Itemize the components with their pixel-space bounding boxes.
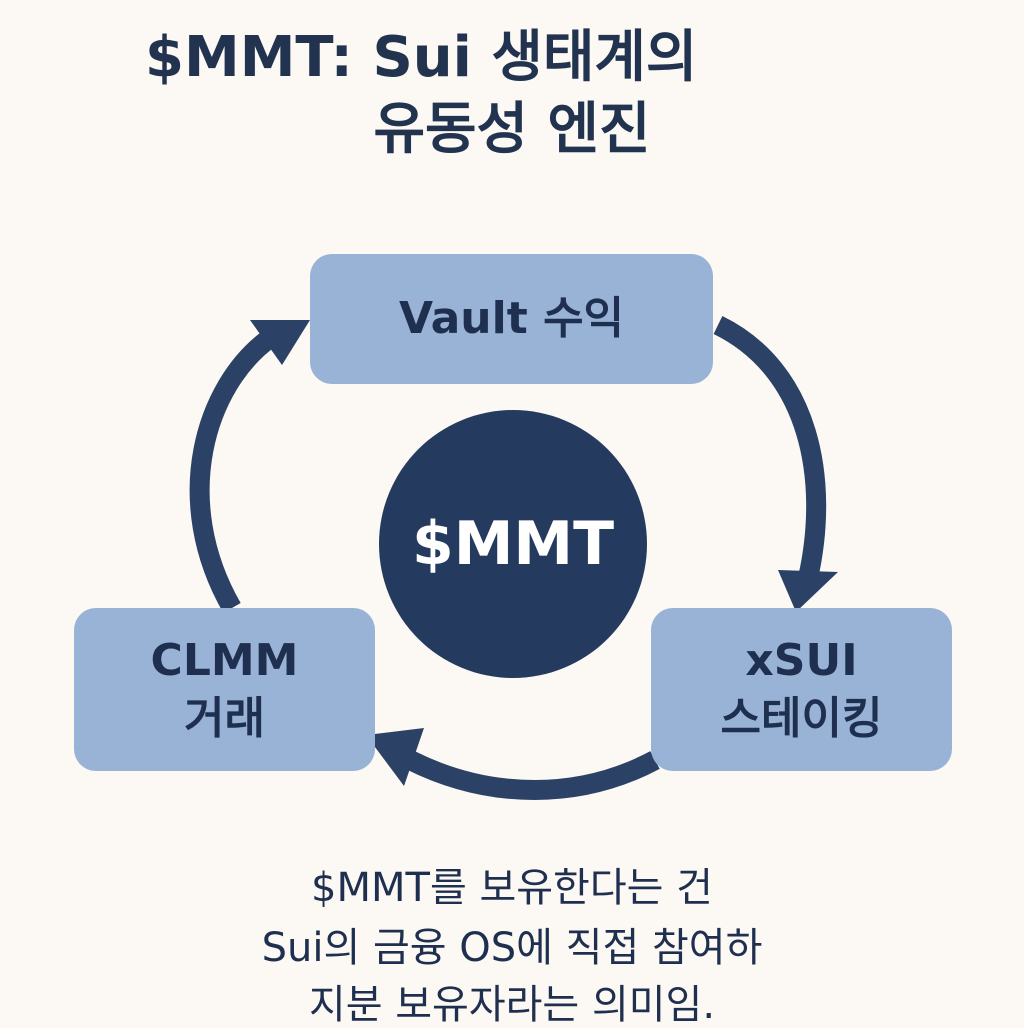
node-clmm-trading: CLMM 거래	[74, 608, 375, 771]
arrow-vault-to-xsui	[713, 316, 827, 581]
center-token-label: $MMT	[411, 509, 615, 579]
caption-line-3: 지분 보유자라는 의미임.	[308, 982, 716, 1028]
caption-line-1: $MMT를 보유한다는 건	[311, 865, 713, 911]
title-line-2: 유동성 엔진	[373, 97, 651, 162]
node-xsui-label-1: xSUI	[745, 635, 858, 687]
node-vault-yield: Vault 수익	[310, 254, 713, 384]
arrowhead-down-right	[778, 570, 838, 612]
node-xsui-label-2: 스테이킹	[720, 692, 883, 744]
arrow-clmm-to-vault	[189, 329, 277, 613]
arrowhead-up-right	[250, 320, 310, 365]
node-xsui-staking: xSUI 스테이킹	[651, 608, 952, 771]
node-clmm-label-1: CLMM	[150, 635, 299, 687]
node-clmm-label-2: 거래	[184, 692, 265, 744]
caption-line-2: Sui의 금융 OS에 직접 참여하	[261, 925, 763, 971]
node-vault-label: Vault 수익	[398, 293, 625, 345]
arrowhead-left	[366, 728, 424, 786]
center-token-circle: $MMT	[379, 410, 647, 678]
title-line-1: $MMT: Sui 생태계의	[145, 25, 698, 90]
arrow-xsui-to-clmm	[405, 751, 660, 800]
